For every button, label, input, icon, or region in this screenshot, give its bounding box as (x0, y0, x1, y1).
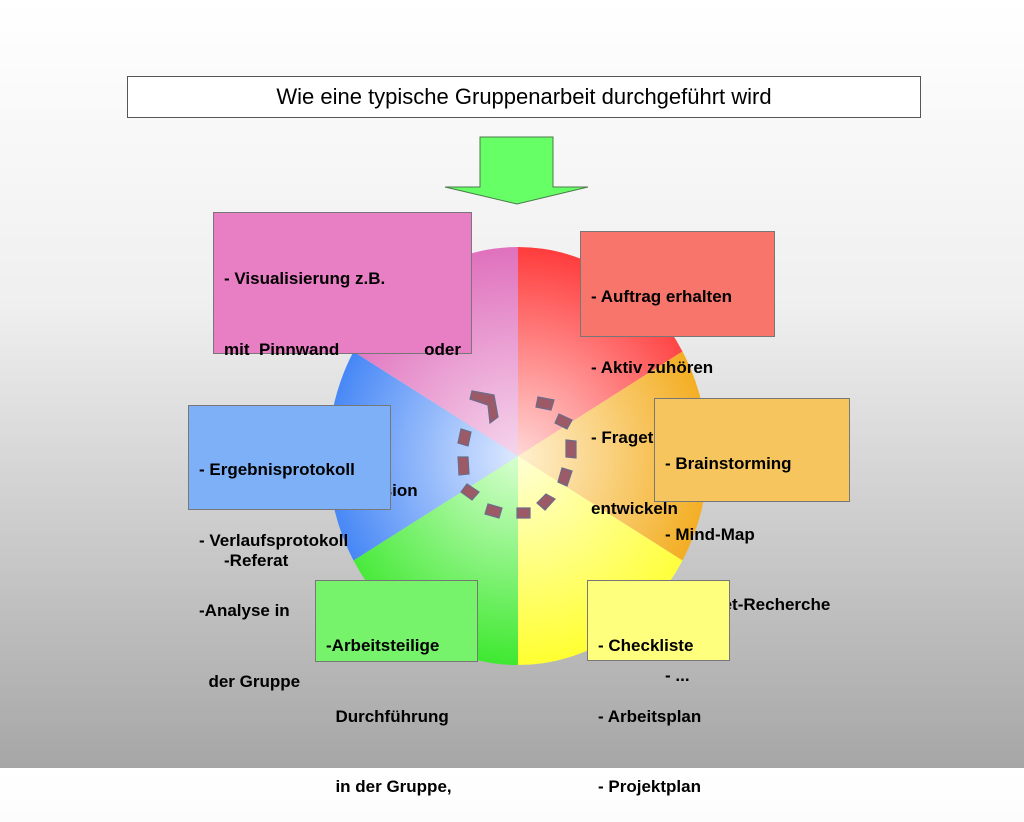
box-line: Durchführung (326, 706, 449, 726)
box-line: - Arbeitsplan (598, 706, 702, 726)
box-line: - Visualisierung z.B. (224, 269, 386, 288)
box-line: - Ergebnisprotokoll (199, 460, 355, 479)
box-line: - Aktiv zuhören (591, 357, 714, 377)
arbeitsteilig-box: -Arbeitsteilige Durchführung in der Grup… (315, 580, 478, 796)
box-line: - Mind-Map (665, 524, 755, 544)
box-line: entwickeln (591, 498, 678, 518)
box-line-part: oder (424, 339, 461, 359)
box-line: -Referat (224, 551, 289, 570)
box-line: mit Pinnwand oder (224, 338, 461, 362)
box-line: - Checkliste (598, 636, 694, 655)
cycle-arrows-icon (457, 390, 577, 519)
visualisierung-box: - Visualisierung z.B. mit Pinnwand oder … (213, 212, 472, 570)
auftrag-box: - Auftrag erhalten - Aktiv zuhören - Fra… (580, 231, 775, 518)
box-line: -Analyse in (199, 601, 290, 620)
box-line: - Auftrag erhalten (591, 287, 733, 306)
box-line: in der Gruppe, (326, 777, 452, 796)
diagram-title: Wie eine typische Gruppenarbeit durchgef… (127, 76, 921, 118)
box-line: der Gruppe (199, 671, 301, 691)
ergebnis-box: - Ergebnisprotokoll - Verlaufsprotokoll … (188, 405, 391, 691)
brainstorming-box: - Brainstorming - Mind-Map - Internet-Re… (654, 398, 850, 685)
box-line: - Projektplan (598, 777, 701, 796)
box-line: -Arbeitsteilige (326, 636, 440, 655)
down-arrow-icon (444, 136, 589, 205)
checkliste-box: - Checkliste - Arbeitsplan - Projektplan (587, 580, 730, 796)
box-line: - ... (665, 665, 690, 685)
box-line-part: mit Pinnwand (224, 339, 340, 359)
box-line: - Verlaufsprotokoll (199, 530, 349, 550)
box-line: - Brainstorming (665, 454, 792, 473)
